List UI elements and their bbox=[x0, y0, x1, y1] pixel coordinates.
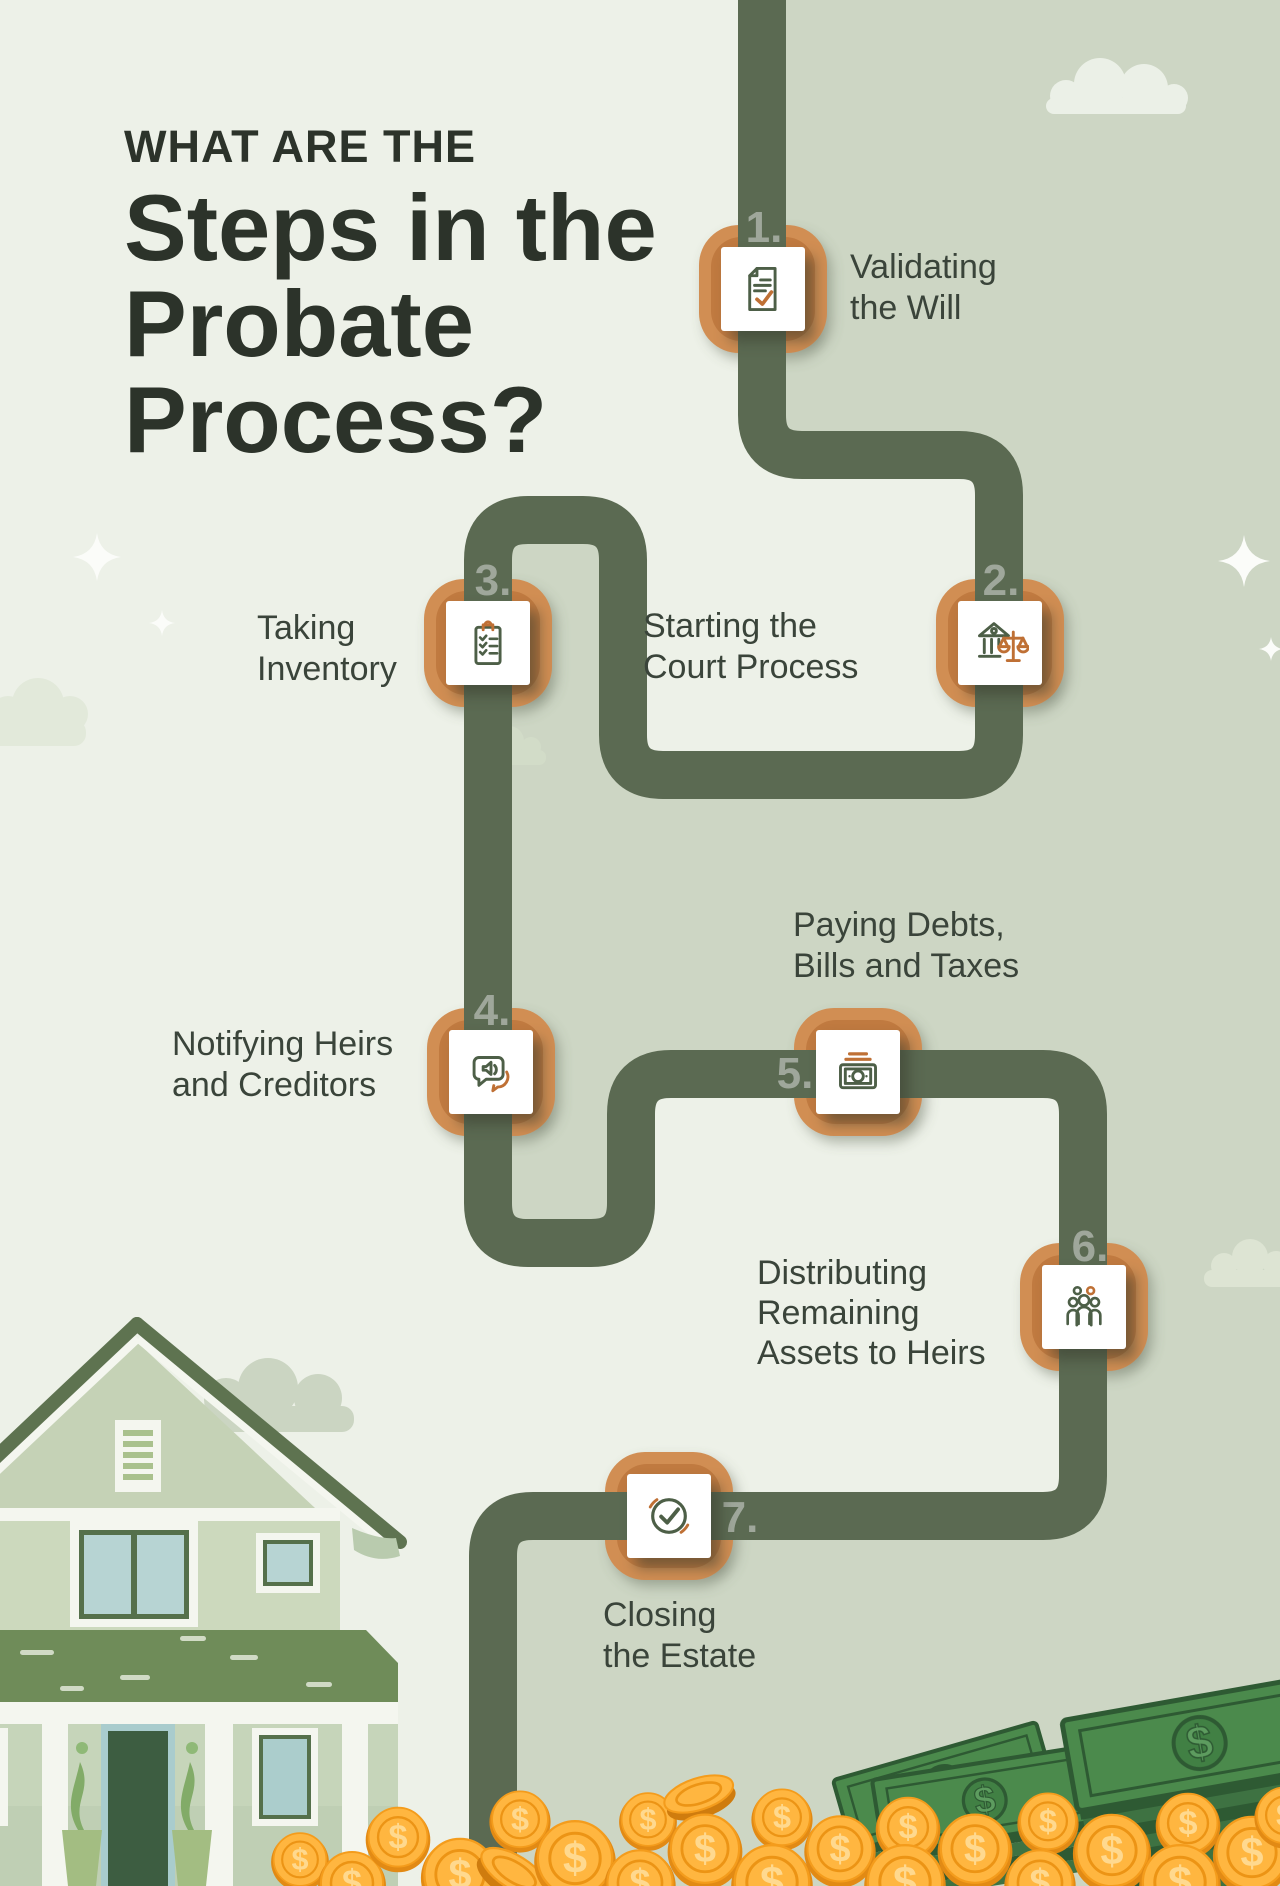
clipboard-checklist-icon bbox=[474, 620, 502, 665]
step-4-number: 4. bbox=[473, 986, 511, 1035]
step-5-label: Paying Debts, Bills and Taxes bbox=[793, 906, 1020, 985]
step-2-label: Starting the Court Process bbox=[643, 607, 859, 686]
step-6-icon-box bbox=[1042, 1265, 1126, 1349]
step-1-icon-box bbox=[721, 247, 805, 331]
step-3-icon-box bbox=[446, 601, 530, 685]
step-6-label: Distributing Remaining Assets to Heirs bbox=[757, 1254, 986, 1372]
step-7-label: Closing the Estate bbox=[603, 1596, 757, 1675]
step-3-label: Taking Inventory bbox=[257, 609, 397, 688]
document-check-icon bbox=[748, 267, 777, 311]
step-1-number: 1. bbox=[745, 203, 783, 252]
step-6-number: 6. bbox=[1071, 1222, 1109, 1271]
step-5-number: 5. bbox=[776, 1049, 814, 1098]
process-path bbox=[464, 0, 1107, 1886]
step-1-label: Validating the Will bbox=[850, 248, 997, 327]
house-illustration bbox=[0, 1317, 407, 1886]
page-title: WHAT ARE THE Steps in the Probate Proces… bbox=[124, 122, 657, 468]
cloud-top-right-icon bbox=[1046, 58, 1188, 114]
step-4-icon-box bbox=[449, 1030, 533, 1114]
people-group-icon bbox=[1066, 1285, 1102, 1327]
step-5-icon-box bbox=[816, 1030, 900, 1114]
step-2-icon-box bbox=[958, 601, 1042, 685]
title-heading: Steps in the Probate Process? bbox=[124, 174, 657, 472]
step-7-number: 7. bbox=[721, 1493, 759, 1542]
step-3-number: 3. bbox=[474, 556, 512, 605]
step-2-number: 2. bbox=[982, 556, 1020, 605]
courthouse-scales-icon bbox=[978, 622, 1029, 662]
step-7-icon-box bbox=[627, 1474, 711, 1558]
cloud-right-mid-icon bbox=[1204, 1239, 1280, 1287]
step-4-label: Notifying Heirs and Creditors bbox=[172, 1025, 394, 1104]
money-bill-icon bbox=[839, 1052, 877, 1090]
sparkle-icons bbox=[73, 533, 1280, 661]
title-kicker: WHAT ARE THE bbox=[124, 121, 476, 172]
cloud-left-icon bbox=[0, 678, 88, 746]
sage-background-region bbox=[488, 0, 1280, 1886]
speech-bubbles-icon bbox=[472, 1056, 510, 1093]
check-circle-icon bbox=[648, 1498, 690, 1534]
